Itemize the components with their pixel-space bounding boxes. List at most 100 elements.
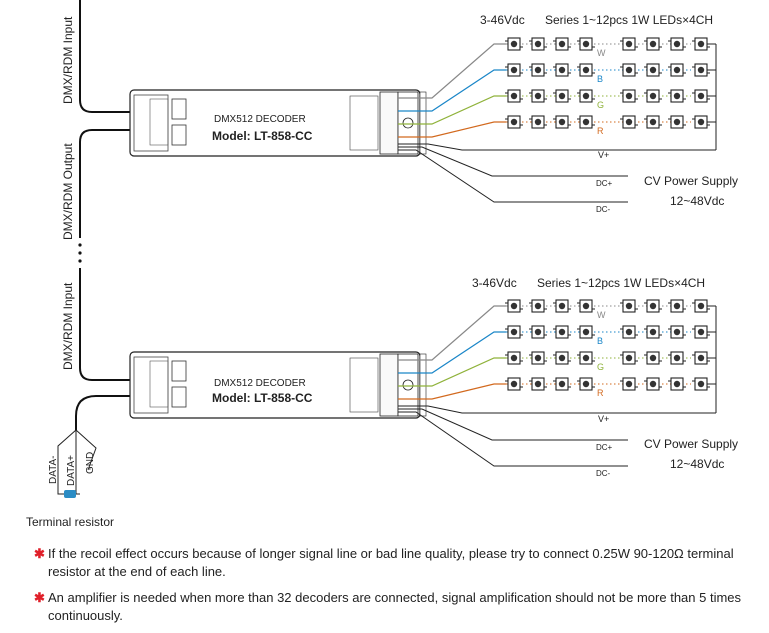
led-icon [644, 299, 662, 313]
led-icon [553, 377, 571, 391]
led-icon [620, 89, 638, 103]
wiring-diagram: DMX/RDM Input DMX/RDM Output DMX/RDM Inp… [26, 0, 738, 529]
led-icon [553, 89, 571, 103]
label-voltage: 3-46Vdc [472, 276, 517, 290]
decoder-unit-2: DMX512 DECODER Model: LT-858-CC [129, 351, 427, 419]
channel-wire [398, 43, 506, 99]
dc-minus-wire [398, 149, 628, 203]
resistor-icon [64, 490, 76, 498]
asterisk-icon: ✱ [34, 590, 45, 605]
mounting-tab [397, 91, 419, 155]
notes-section: ✱ If the recoil effect occurs because of… [34, 545, 749, 633]
note-item: ✱ An amplifier is needed when more than … [34, 589, 749, 625]
rj45-port [171, 360, 187, 382]
dmx-cable [79, 129, 130, 238]
label-dmx-input-top: DMX/RDM Input [61, 16, 75, 104]
led-icon [505, 63, 523, 77]
output-label-block [349, 95, 379, 151]
note-text: If the recoil effect occurs because of l… [48, 546, 734, 579]
output-label-block [349, 357, 379, 413]
dc-plus-wire [398, 408, 628, 441]
decoder-model: Model: LT-858-CC [212, 391, 313, 405]
led-icon [644, 325, 662, 339]
continuation-dot [78, 251, 82, 255]
led-icon [577, 299, 595, 313]
mounting-tab [397, 353, 419, 417]
led-icon [692, 377, 710, 391]
label-voltage: 3-46Vdc [480, 13, 525, 27]
label-v-plus: V+ [598, 414, 609, 424]
v-plus-wire [398, 143, 716, 151]
channel-wire [398, 305, 506, 361]
channel-label: G [597, 362, 604, 372]
channel-label: W [597, 48, 606, 58]
led-icon [644, 377, 662, 391]
led-icon [644, 37, 662, 51]
channel-label: B [597, 336, 603, 346]
led-icon [620, 377, 638, 391]
channel-label: W [597, 310, 606, 320]
led-icon [668, 299, 686, 313]
label-dc-minus: DC- [596, 205, 611, 214]
dc-plus-wire [398, 146, 628, 177]
led-icon [529, 377, 547, 391]
led-icon [644, 351, 662, 365]
label-dc-minus: DC- [596, 469, 611, 478]
terminal-cable [75, 395, 130, 430]
address-switch-block [149, 360, 169, 408]
channel-wire [398, 95, 506, 125]
channel-label: R [597, 388, 604, 398]
label-dc-plus: DC+ [596, 179, 613, 188]
led-icon [620, 115, 638, 129]
led-icon [553, 351, 571, 365]
channel-wire [398, 121, 506, 138]
channel-label: B [597, 74, 603, 84]
led-icon [668, 377, 686, 391]
asterisk-icon: ✱ [34, 546, 45, 561]
led-icon [668, 115, 686, 129]
led-icon [529, 89, 547, 103]
label-gnd: GND [85, 452, 96, 474]
led-icon [577, 89, 595, 103]
terminal-resistor-assembly: DATA- DATA+ GND Terminal resistor [26, 429, 114, 529]
continuation-dot [78, 259, 82, 263]
decoder-title: DMX512 DECODER [214, 378, 306, 389]
led-icon [668, 37, 686, 51]
led-icon [692, 115, 710, 129]
rj45-port [171, 124, 187, 146]
dc-minus-wire [398, 411, 628, 467]
led-icon [577, 377, 595, 391]
label-supply-range: 12~48Vdc [670, 194, 724, 208]
rj45-port [171, 386, 187, 408]
mounting-hole [402, 117, 414, 129]
label-series: Series 1~12pcs 1W LEDs×4CH [537, 276, 705, 290]
label-power-supply: CV Power Supply [644, 437, 738, 451]
label-data-minus: DATA- [48, 455, 59, 484]
led-icon [644, 115, 662, 129]
channel-label: G [597, 100, 604, 110]
v-plus-wire [398, 405, 716, 414]
led-icon [553, 299, 571, 313]
led-icon [620, 299, 638, 313]
channel-wire [398, 69, 506, 112]
led-icon [529, 63, 547, 77]
output-terminal-block [379, 91, 399, 155]
label-series: Series 1~12pcs 1W LEDs×4CH [545, 13, 713, 27]
led-icon [529, 351, 547, 365]
led-icon [620, 63, 638, 77]
led-icon [505, 351, 523, 365]
led-icon [529, 37, 547, 51]
led-icon [505, 115, 523, 129]
led-icon [620, 351, 638, 365]
dmx-cable [79, 0, 130, 113]
led-icon [529, 325, 547, 339]
led-icon [620, 325, 638, 339]
led-icon [577, 115, 595, 129]
channel-wire [398, 357, 506, 387]
decoder-model: Model: LT-858-CC [212, 129, 313, 143]
led-icon [529, 115, 547, 129]
led-icon [668, 325, 686, 339]
led-icon [644, 63, 662, 77]
led-icon [620, 37, 638, 51]
channel-wire [398, 383, 506, 400]
